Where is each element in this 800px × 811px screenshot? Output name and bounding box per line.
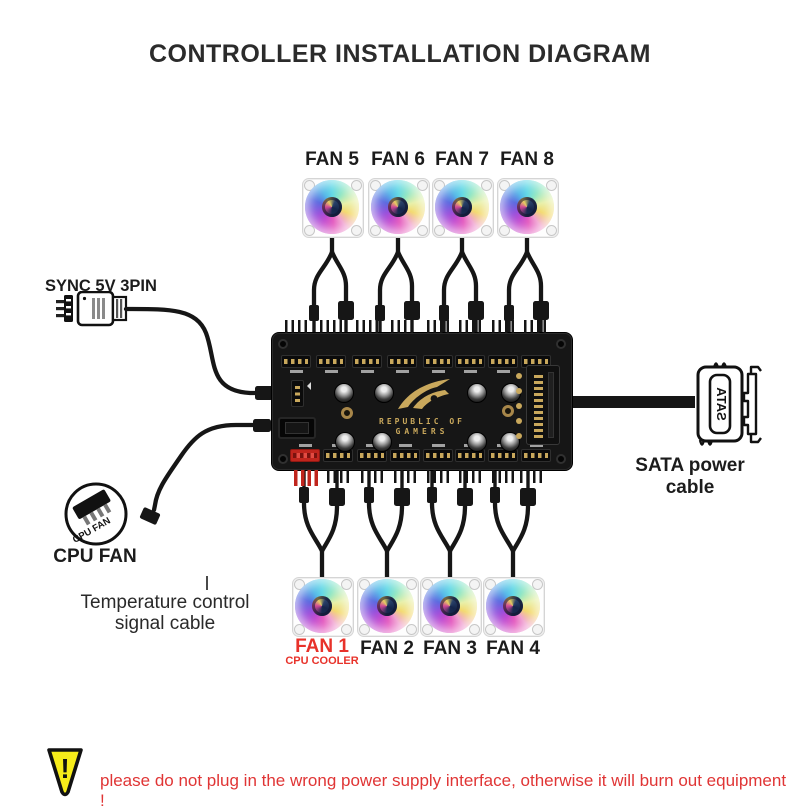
warning-exclamation-glyph: ! bbox=[60, 753, 69, 784]
fan5-image bbox=[302, 178, 364, 238]
fan6-image bbox=[368, 178, 430, 238]
fan-hub-cap bbox=[440, 596, 460, 616]
fan8-image bbox=[497, 178, 559, 238]
led-sync-header bbox=[291, 380, 311, 407]
fan-header bbox=[423, 444, 453, 462]
fan5-label: FAN 5 bbox=[305, 149, 359, 170]
fan2-image bbox=[357, 577, 419, 637]
brand-line2: GAMERS bbox=[395, 427, 449, 436]
fan-header bbox=[488, 355, 518, 373]
sata-power-plug-icon: SATA bbox=[696, 362, 762, 446]
temp-cable-label-line1: Temperature control bbox=[80, 592, 250, 613]
page-title: CONTROLLER INSTALLATION DIAGRAM bbox=[148, 40, 652, 68]
fan-hub-cap bbox=[388, 197, 408, 217]
fan2-label: FAN 2 bbox=[360, 638, 414, 659]
fan-hub-controller-board: REPUBLIC OF GAMERS bbox=[272, 320, 572, 486]
fan-header bbox=[352, 355, 382, 373]
fan-hub-cap bbox=[312, 596, 332, 616]
warning-triangle-icon: ! bbox=[47, 748, 83, 797]
fan-hub-cap bbox=[377, 596, 397, 616]
sata-plug-text: SATA bbox=[714, 387, 729, 421]
rgb-fan-wheel bbox=[486, 579, 540, 633]
sync-5v-3pin-label: SYNC 5V 3PIN bbox=[45, 277, 157, 295]
fan-header bbox=[387, 355, 417, 373]
fan4-image bbox=[483, 577, 545, 637]
sata-power-cable-label: SATA power cable bbox=[635, 455, 745, 498]
fan-header bbox=[423, 355, 453, 373]
tick-mark bbox=[206, 576, 208, 590]
sync-3pin-connector-icon bbox=[56, 291, 128, 327]
rgb-fan-wheel bbox=[360, 579, 414, 633]
fan1-image bbox=[292, 577, 354, 637]
fan-hub-cap bbox=[322, 197, 342, 217]
fan6-label: FAN 6 bbox=[371, 149, 425, 170]
fan-header bbox=[390, 444, 420, 462]
rog-eye-logo bbox=[398, 379, 450, 409]
brand-line1: REPUBLIC OF bbox=[379, 417, 465, 426]
fan-header bbox=[316, 355, 346, 373]
fan-header bbox=[281, 355, 311, 373]
fan-header bbox=[455, 355, 485, 373]
rgb-fan-wheel bbox=[423, 579, 477, 633]
fan8-label: FAN 8 bbox=[500, 149, 554, 170]
rgb-fan-wheel bbox=[305, 180, 359, 234]
sata-power-socket bbox=[526, 365, 560, 445]
fan7-image bbox=[432, 178, 494, 238]
rgb-fan-wheel bbox=[295, 579, 349, 633]
fan1-red-pins bbox=[294, 470, 318, 486]
cpu-fan-stamp-icon: CPU FAN bbox=[64, 482, 128, 546]
fan1-label: FAN 1 bbox=[295, 636, 349, 657]
cpu-signal-socket bbox=[278, 417, 316, 439]
temp-cable-label-line2: signal cable bbox=[114, 613, 216, 634]
fan3-image bbox=[420, 577, 482, 637]
cpu-fan-label: CPU FAN bbox=[53, 546, 137, 567]
rgb-fan-wheel bbox=[371, 180, 425, 234]
screw-hole bbox=[502, 405, 514, 417]
fan-hub-cap bbox=[517, 197, 537, 217]
fan-hub-cap bbox=[503, 596, 523, 616]
screw-hole bbox=[341, 407, 353, 419]
fan4-label: FAN 4 bbox=[486, 638, 540, 659]
fan1-sublabel: CPU COOLER bbox=[285, 655, 359, 667]
rgb-fan-wheel bbox=[435, 180, 489, 234]
fan-hub-cap bbox=[452, 197, 472, 217]
fan-header bbox=[521, 444, 551, 462]
fan3-label: FAN 3 bbox=[423, 638, 477, 659]
rgb-fan-wheel bbox=[500, 180, 554, 234]
fan1-header-red bbox=[290, 444, 320, 462]
fan7-label: FAN 7 bbox=[435, 149, 489, 170]
